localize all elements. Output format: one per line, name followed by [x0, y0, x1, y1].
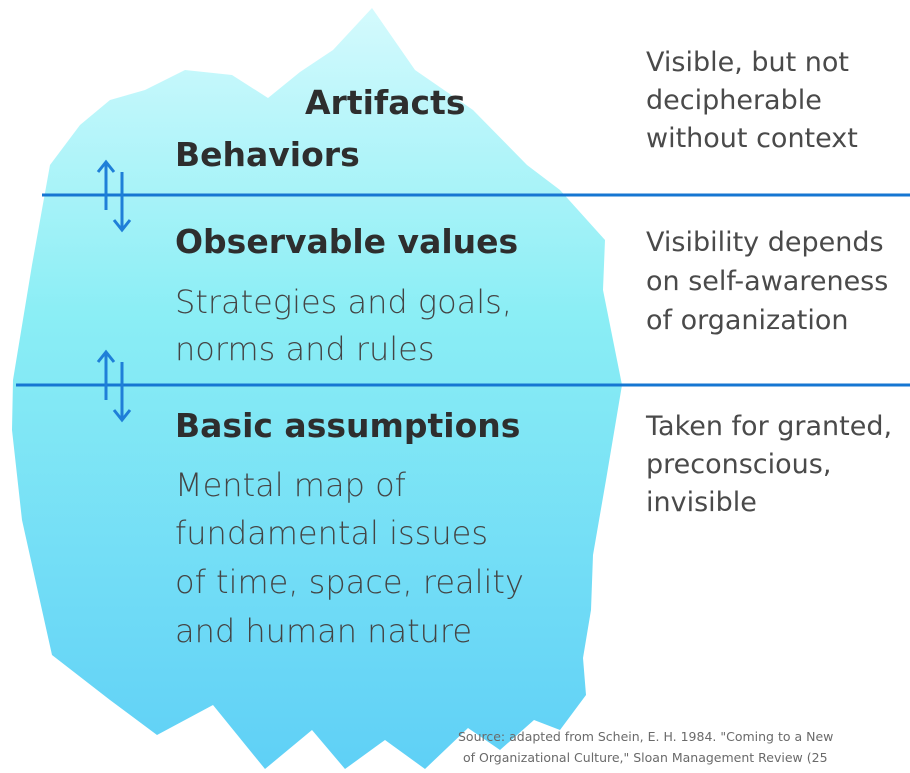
layer-description-line: Mental map of [175, 466, 406, 504]
layer-note-line: preconscious, [646, 449, 832, 480]
layer-note-line: invisible [646, 487, 757, 518]
layer-note-line: Taken for granted, [646, 411, 893, 442]
up-down-arrows-icon [96, 349, 132, 423]
layer-description-line: of time, space, reality [175, 563, 524, 601]
layer-note-line: decipherable [646, 85, 822, 116]
layer-heading-artifacts: Artifacts [305, 83, 466, 122]
layer-heading-observable-values: Observable values [175, 222, 519, 261]
layer-note-line: on self-awareness [646, 266, 889, 297]
layer-note-line: without context [646, 123, 858, 154]
source-citation-line: of Organizational Culture," Sloan Manage… [463, 750, 828, 765]
layer-description-line: fundamental issues [175, 514, 488, 552]
layer-description-line: and human nature [175, 612, 473, 650]
iceberg-shape [12, 8, 622, 769]
layer-note-line: Visibility depends [646, 227, 884, 258]
up-down-arrows-icon [96, 159, 132, 233]
layer-note-line: of organization [646, 305, 849, 336]
layer-heading-behaviors: Behaviors [175, 135, 360, 174]
layer-heading-basic-assumptions: Basic assumptions [175, 406, 521, 445]
layer-description-line: norms and rules [175, 330, 435, 368]
layer-note-line: Visible, but not [646, 47, 850, 78]
layer-description-line: Strategies and goals, [175, 283, 512, 321]
source-citation-line: Source: adapted from Schein, E. H. 1984.… [458, 729, 834, 744]
